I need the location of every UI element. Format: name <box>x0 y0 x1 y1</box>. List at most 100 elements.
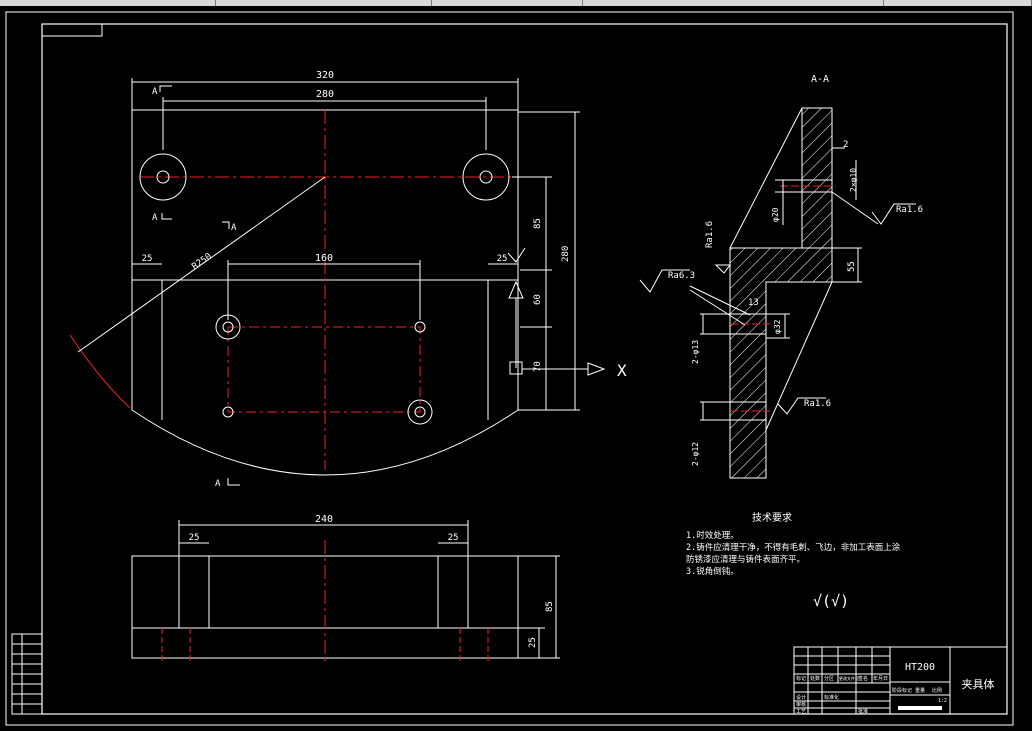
bolt-hole-right <box>479 170 493 184</box>
roughness-symbol <box>871 203 916 225</box>
section-arrow-bottom <box>227 478 240 486</box>
check-mark-icon <box>507 247 526 263</box>
section-title: A-A <box>811 74 829 85</box>
tb-std: 标准化 <box>824 694 839 701</box>
inner-frame <box>41 23 1008 715</box>
section-upper-hatch <box>801 107 833 249</box>
bolt-counterbore-left <box>139 153 187 201</box>
dim-span: 240 <box>315 514 333 525</box>
tech-requirements: 技术要求 1.时效处理。 2.铸件应清理干净，不得有毛刺、飞边，非加工表面上涂 … <box>686 511 901 610</box>
bolt-hole-left <box>156 170 170 184</box>
section-arrow-left <box>161 213 172 220</box>
top-view: 320 280 160 25 25 R250 280 85 60 <box>69 70 627 489</box>
tb-label-doc: 更改文件号 <box>839 675 859 681</box>
tb-label-mark: 标记 <box>796 675 806 682</box>
title-block: 标记 处数 分区 更改文件号 签名 年月日 设计 标准化 审核 工艺 批准 HT… <box>793 646 1008 715</box>
section-mark-bottom: A <box>215 479 221 489</box>
tech-req-item: 3.锐角倒钝。 <box>686 566 739 577</box>
section-view: A-A Ra1.6 Ra6.3 Ra1.6 Ra1.6 <box>639 74 923 479</box>
radius-leader <box>77 176 326 353</box>
toolbar-segment[interactable] <box>0 0 216 6</box>
dim-height: 85 <box>545 601 555 612</box>
hole-tr <box>414 321 426 333</box>
roughness-leader <box>689 285 751 316</box>
tb-label-zone: 分区 <box>824 675 834 682</box>
roughness-symbol <box>714 264 731 274</box>
bolt-counterbore-right <box>462 153 510 201</box>
toolbar-segment[interactable] <box>216 0 432 6</box>
dim-slot-left: 25 <box>189 533 200 543</box>
section-taper-left <box>729 107 803 249</box>
dim-base: 25 <box>528 637 538 648</box>
section-dim-2: 2×φ10 <box>849 168 858 192</box>
tech-req-title: 技术要求 <box>752 511 792 524</box>
left-side-table <box>11 633 43 715</box>
tb-scale: 比例 <box>932 687 942 694</box>
front-view: 240 25 25 85 25 <box>131 514 560 664</box>
tb-label-count: 处数 <box>810 675 820 682</box>
tech-req-item: 1.时效处理。 <box>686 530 739 541</box>
dim-bolt-spacing: 280 <box>316 89 334 100</box>
roughness-4: Ra1.6 <box>804 399 831 409</box>
dim-v3: 70 <box>533 361 543 372</box>
dim-overall-width: 320 <box>316 70 334 81</box>
arc-bottom-edge <box>131 409 519 476</box>
hole-pattern-rect <box>227 326 421 413</box>
dim-height-total: 280 <box>561 246 571 262</box>
section-taper-right <box>765 281 833 431</box>
hole-br <box>414 406 426 418</box>
tb-stage: 阶段标记 <box>892 687 912 694</box>
tb-approve: 批准 <box>858 708 868 715</box>
dim-edge-right: 25 <box>497 254 508 264</box>
dim-v2: 60 <box>533 294 543 305</box>
section-lower-hatch <box>729 247 833 479</box>
section-mark-top: A <box>152 87 158 97</box>
drawing-canvas: 320 280 160 25 25 R250 280 85 60 <box>5 11 1014 726</box>
section-arrow-top <box>159 85 172 92</box>
roughness-2: Ra6.3 <box>668 271 695 281</box>
hole-bl <box>222 406 234 418</box>
tb-design: 设计 <box>796 694 806 701</box>
section-dim-5: 13 <box>748 298 759 308</box>
tb-sheet-bar <box>898 706 942 710</box>
section-mark-diag: A <box>231 223 237 233</box>
dim-v1: 85 <box>533 218 543 229</box>
roughness-leader <box>689 289 746 326</box>
roughness-leader <box>831 191 879 225</box>
toolbar-segment[interactable] <box>583 0 884 6</box>
tech-req-item: 防锈漆应清理与铸件表面齐平。 <box>686 554 805 565</box>
hole-tl <box>222 321 234 333</box>
section-arrow-diag <box>222 221 230 229</box>
general-roughness-symbol: √(√) <box>813 592 849 610</box>
datum-box <box>509 361 523 375</box>
tb-process: 工艺 <box>796 709 806 715</box>
section-dim-8: 2-φ12 <box>691 442 700 466</box>
dim-inner-spacing: 160 <box>315 253 333 264</box>
section-dim-9: φ20 <box>771 207 780 222</box>
tb-part-name: 夹具体 <box>962 677 995 691</box>
tb-material: HT200 <box>905 662 935 673</box>
dim-radius: R250 <box>190 252 214 273</box>
corner-tag <box>41 23 103 37</box>
section-dim-4: 55 <box>847 261 857 272</box>
tb-review: 审核 <box>796 701 806 708</box>
hole-counterbore-br <box>407 399 433 425</box>
section-dim-6: φ32 <box>773 319 782 334</box>
tech-req-item: 2.铸件应清理干净，不得有毛刺、飞边，非加工表面上涂 <box>686 542 901 553</box>
section-dim-7: 2-φ13 <box>691 340 700 364</box>
dim-edge-left: 25 <box>142 254 153 264</box>
tb-scale-value: 1:2 <box>938 698 947 704</box>
toolbar-segment[interactable] <box>432 0 583 6</box>
tb-label-sign: 签名 <box>858 675 868 682</box>
tb-weight: 重量 <box>915 687 925 694</box>
dim-slot-right: 25 <box>448 533 459 543</box>
tb-label-date: 年月日 <box>873 675 888 682</box>
roughness-1: Ra1.6 <box>896 205 923 215</box>
arc-red-segment <box>69 334 131 409</box>
datum-triangle <box>508 280 524 299</box>
roughness-symbol <box>639 269 690 293</box>
x-axis-label: X <box>617 361 627 380</box>
section-dim-1: 2 <box>843 140 848 150</box>
roughness-symbol <box>777 397 826 415</box>
